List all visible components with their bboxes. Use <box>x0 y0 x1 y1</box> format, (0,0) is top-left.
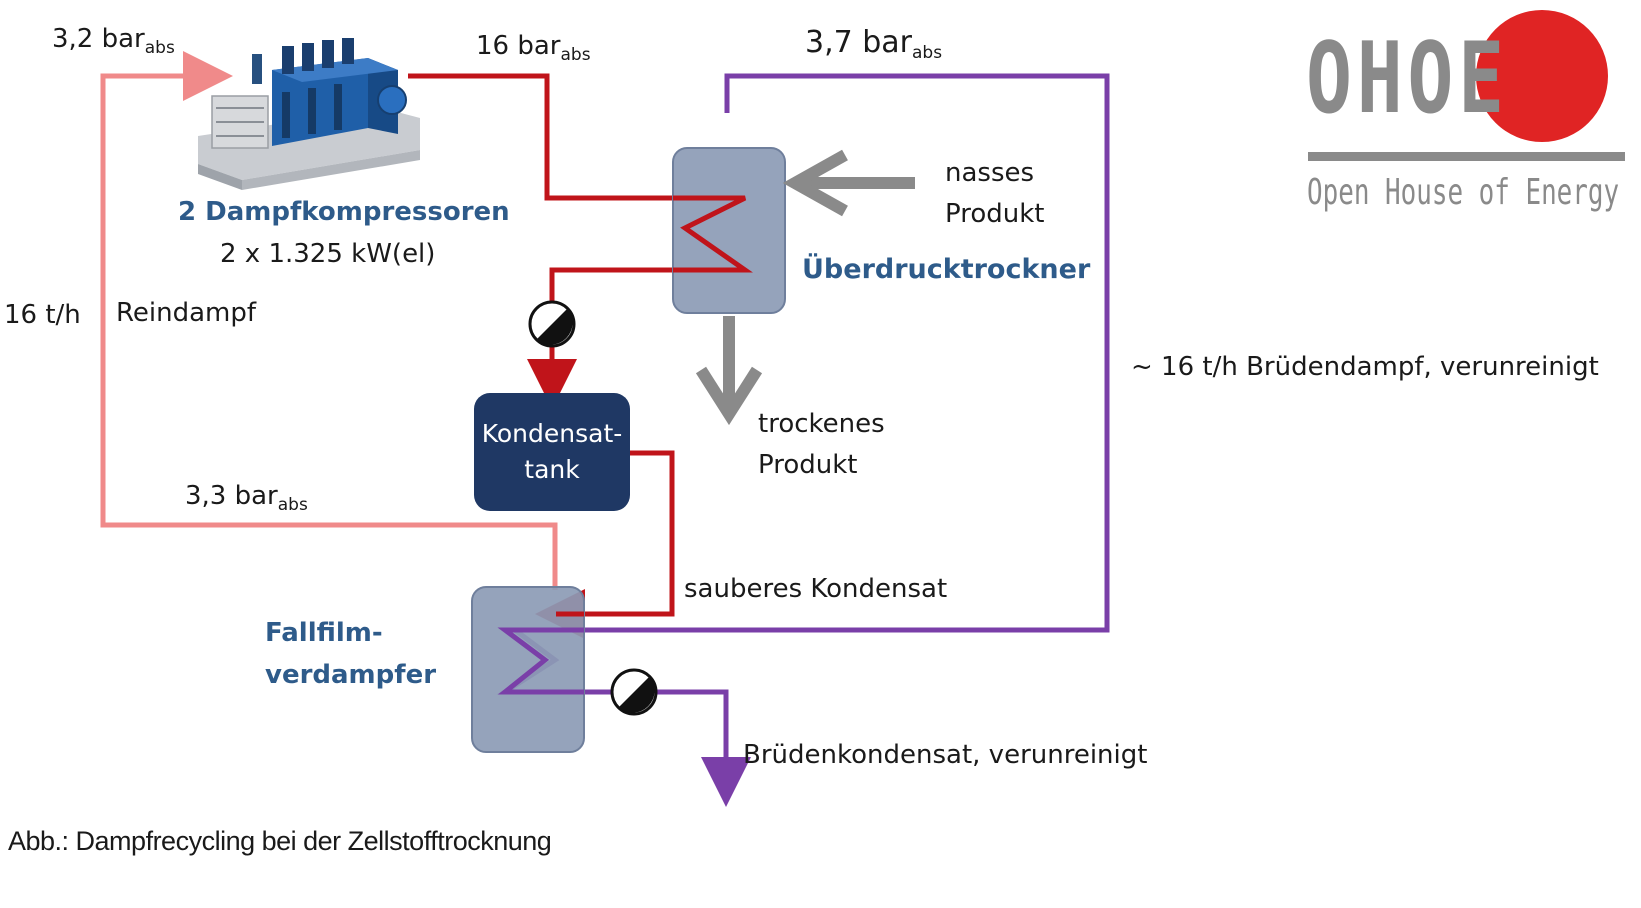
dryer-label: Überdrucktrockner <box>802 254 1091 285</box>
evaporator-heat-exchanger <box>497 627 584 695</box>
clean-condensate-label: sauberes Kondensat <box>684 574 948 604</box>
tank-label: Kondensat- tank <box>474 416 630 488</box>
wet-product-label-1: nasses <box>945 158 1035 188</box>
dry-product-arrow-icon <box>695 316 763 426</box>
evaporator-label-2: verdampfer <box>265 660 437 690</box>
compressor-icon <box>198 38 420 190</box>
reindampf-return-line <box>100 51 558 590</box>
pressure-outlet-label: 16 barabs <box>476 31 591 65</box>
compressor-power: 2 x 1.325 kW(el) <box>220 239 436 269</box>
vapor-condensate-label: Brüdenkondensat, verunreinigt <box>743 740 1148 770</box>
pressure-return-label: 3,3 barabs <box>185 481 308 515</box>
wet-product-arrow-icon <box>782 149 915 217</box>
pressure-vapor-label: 3,7 barabs <box>805 25 943 63</box>
clean-condensate-line <box>535 450 675 639</box>
reindampf-label: Reindampf <box>116 298 257 328</box>
dryer-heat-exchanger <box>673 195 753 273</box>
evaporator-label-1: Fallfilm- <box>265 618 383 648</box>
dry-product-label-2: Produkt <box>758 450 858 480</box>
steam-trap-icon <box>528 300 576 348</box>
wet-product-label-2: Produkt <box>945 199 1045 229</box>
flow-left-label: 16 t/h <box>4 300 81 330</box>
figure-caption: Abb.: Dampfrecycling bei der Zellstofftr… <box>8 826 552 856</box>
vapor-flow-label: ~ 16 t/h Brüdendampf, verunreinigt <box>1131 352 1599 382</box>
dry-product-label-1: trockenes <box>758 409 885 439</box>
pressure-inlet-label: 3,2 barabs <box>52 24 175 58</box>
condensate-tank <box>474 393 630 511</box>
tank-label-line-1: Kondensat- <box>481 419 623 448</box>
steam-trap-icon <box>610 668 658 716</box>
ohoe-logo <box>1308 10 1625 161</box>
logo-mark: OHOE <box>1306 22 1509 136</box>
tank-label-line-2: tank <box>524 455 580 484</box>
logo-tagline: Open House of Energy <box>1307 172 1620 213</box>
compressor-title: 2 Dampfkompressoren <box>178 197 510 227</box>
vapor-condensate-line <box>585 689 751 807</box>
